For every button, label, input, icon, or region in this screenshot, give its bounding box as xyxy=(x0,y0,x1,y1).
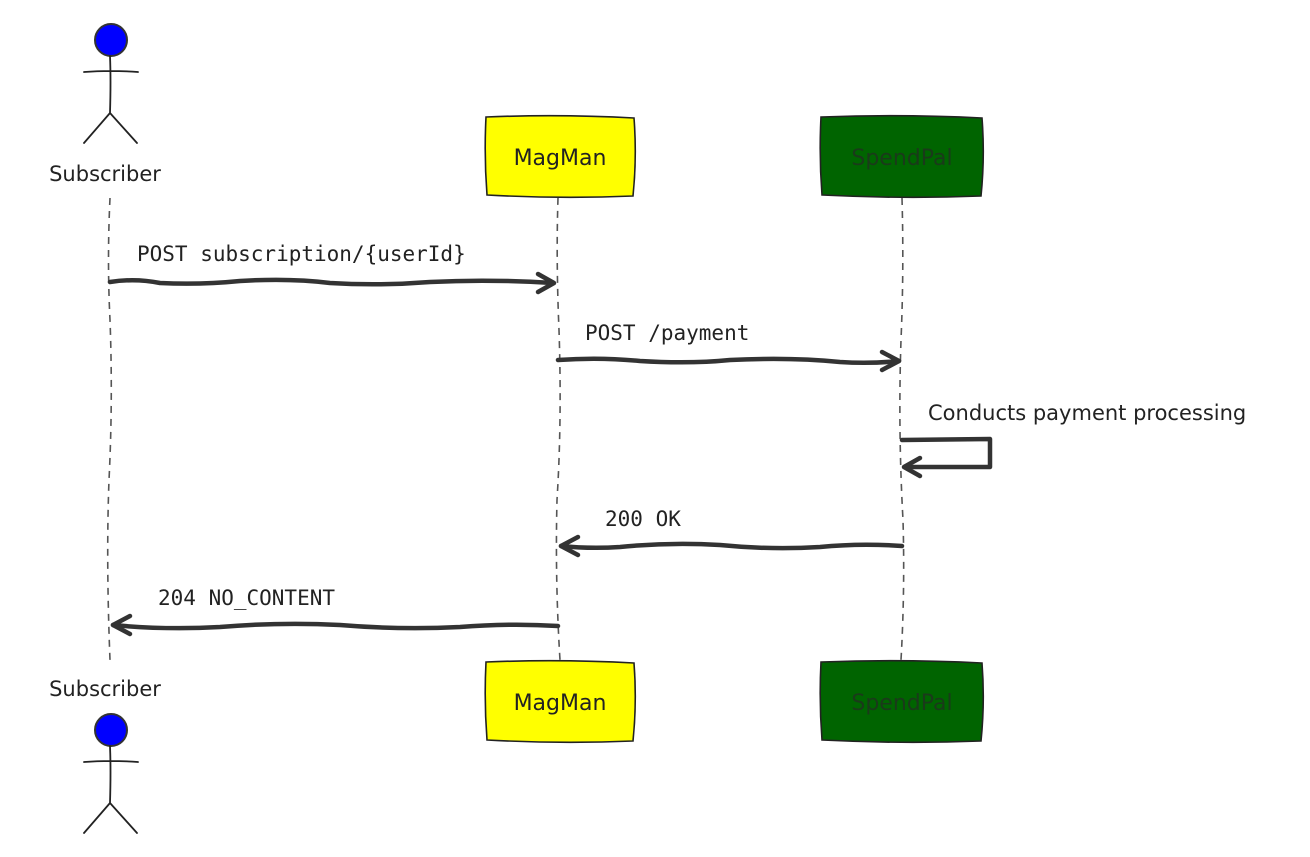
message-arrow-line xyxy=(555,356,902,366)
message-label: Conducts payment processing xyxy=(928,401,1246,425)
participant-label: MagMan xyxy=(514,691,607,716)
arrow-head-icon xyxy=(901,455,923,479)
actor-label-bottom: Subscriber xyxy=(49,677,161,701)
message-self-processing[interactable]: Conducts payment processing xyxy=(899,401,1246,479)
actor-head-icon xyxy=(94,23,128,57)
message-arrow-line xyxy=(558,541,905,551)
participant-box xyxy=(484,659,637,744)
actor-subscriber-bottom[interactable]: Subscriber xyxy=(49,677,161,834)
participant-magman-bottom[interactable]: MagMan xyxy=(484,659,637,744)
lifeline-magman xyxy=(555,197,561,661)
message-post-subscription[interactable]: POST subscription/{userId} xyxy=(107,242,557,295)
message-label: 204 NO_CONTENT xyxy=(158,586,335,610)
participant-box xyxy=(819,114,985,199)
arrow-head-icon xyxy=(535,271,557,295)
lifeline-subscriber xyxy=(106,197,113,661)
lifeline-spendpal xyxy=(899,197,905,661)
message-post-payment[interactable]: POST /payment xyxy=(555,321,902,373)
participant-magman-top[interactable]: MagMan xyxy=(484,114,637,199)
participant-label: SpendPal xyxy=(851,146,952,171)
participant-spendpal-top[interactable]: SpendPal xyxy=(819,114,985,199)
message-label: POST subscription/{userId} xyxy=(137,242,466,266)
participant-box xyxy=(819,659,985,744)
arrow-head-icon xyxy=(879,349,902,373)
participant-box xyxy=(484,114,637,199)
message-label: 200 OK xyxy=(605,507,681,531)
actor-label-top: Subscriber xyxy=(49,162,161,186)
participant-label: MagMan xyxy=(514,146,607,171)
message-204-no-content[interactable]: 204 NO_CONTENT xyxy=(110,586,561,637)
actor-body-icon xyxy=(83,55,139,144)
participant-label: SpendPal xyxy=(851,691,952,716)
message-arrow-line xyxy=(110,621,561,631)
arrow-head-icon xyxy=(558,534,581,558)
message-label: POST /payment xyxy=(585,321,749,345)
actor-body-icon xyxy=(83,745,139,834)
participant-spendpal-bottom[interactable]: SpendPal xyxy=(819,659,985,744)
actor-head-icon xyxy=(94,713,128,747)
arrow-head-icon xyxy=(110,613,133,637)
message-200-ok[interactable]: 200 OK xyxy=(558,507,905,558)
actor-subscriber-top[interactable]: Subscriber xyxy=(49,23,161,186)
message-arrow-line xyxy=(899,436,993,470)
message-arrow-line xyxy=(107,277,556,287)
